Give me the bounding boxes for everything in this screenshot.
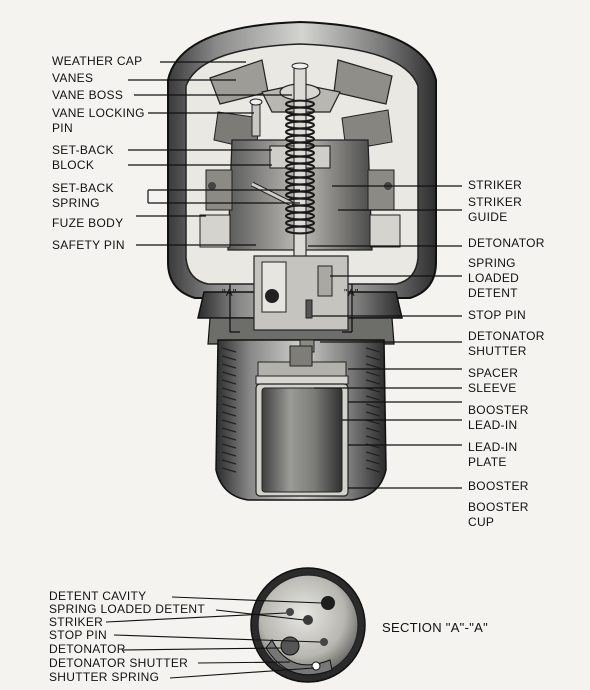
label-detent-cavity: DETENT CAVITY [49,589,147,603]
leader-lines [128,61,462,489]
thread-mark [221,459,237,465]
thread-mark [365,427,381,433]
detent-cavity [321,596,335,610]
label-booster: BOOSTER [468,479,529,493]
section-leader-lines [105,596,323,679]
thread-mark [221,395,237,401]
thread-mark [221,451,237,457]
label-detonator-shutter: DETONATOR SHUTTER [468,329,545,358]
label-set-back-block: SET-BACK BLOCK [52,143,114,172]
label-spring-loaded-detent: SPRING LOADED DETENT [468,256,520,300]
vane-locking-pin [249,98,263,137]
label-striker-section: STRIKER [49,615,104,629]
label-detonator-section: DETONATOR [49,642,126,656]
striker-section [286,608,294,616]
thread-mark [365,411,381,417]
label-set-back-spring: SET-BACK SPRING [52,181,114,210]
thread-mark [221,435,237,441]
stop-pin [305,299,313,319]
set-back-spring [285,99,315,235]
thread-mark [221,443,237,449]
thread-mark [365,403,381,409]
label-weather-cap: WEATHER CAP [52,54,143,68]
label-spacer-sleeve: SPACER SLEEVE [468,366,519,395]
label-vanes: VANES [52,71,94,85]
thread-mark [365,363,381,369]
section-mark-left: "A" [222,288,237,299]
thread-mark [365,451,381,457]
label-booster-cup: BOOSTER CUP [468,500,529,529]
body-threads [221,347,381,473]
label-striker-guide: STRIKER GUIDE [468,195,523,224]
stop-pin-section [320,638,328,646]
label-shutter-spring-section: SHUTTER SPRING [49,670,160,684]
thread-mark [221,419,237,425]
detonator-section [280,636,300,656]
label-detonator-shutter-section: DETONATOR SHUTTER [49,656,189,670]
thread-mark [221,411,237,417]
thread-mark [221,387,237,393]
label-stop-pin-section: STOP PIN [49,628,107,642]
booster-lead-in [289,345,313,367]
label-lead-in-plate: LEAD-IN PLATE [468,440,518,469]
thread-mark [365,355,381,361]
label-safety-pin: SAFETY PIN [52,238,125,252]
thread-mark [365,387,381,393]
thread-mark [221,355,237,361]
thread-mark [365,419,381,425]
spring-loaded-detent [317,265,333,297]
label-stop-pin: STOP PIN [468,308,526,322]
label-striker: STRIKER [468,178,523,192]
section-aa-diagram [250,567,366,683]
lead-in-plate [255,375,349,385]
thread-mark [365,371,381,377]
thread-mark [221,379,237,385]
thread-mark [365,379,381,385]
thread-mark [365,459,381,465]
label-vane-locking-pin: VANE LOCKING PIN [52,106,145,135]
label-detonator: DETONATOR [468,236,545,250]
thread-mark [365,467,381,473]
label-vane-boss: VANE BOSS [52,88,124,102]
thread-mark [365,347,381,353]
section-title: SECTION "A"-"A" [382,620,489,635]
section-a-markers [229,284,353,333]
spring-coil [285,225,315,235]
background-texture [450,14,452,24]
thread-mark [365,395,381,401]
thread-mark [221,363,237,369]
section-mark-right: "A" [344,288,359,299]
label-fuze-body: FUZE BODY [52,216,124,230]
thread-mark [365,435,381,441]
thread-mark [221,371,237,377]
spring-loaded-detent-section [303,615,313,625]
thread-mark [221,403,237,409]
shutter-spring-section [311,661,321,671]
label-spring-loaded-detent-section: SPRING LOADED DETENT [49,602,206,616]
label-booster-lead-in: BOOSTER LEAD-IN [468,403,529,432]
thread-mark [221,467,237,473]
safety-pin [250,181,294,207]
thread-mark [221,347,237,353]
booster [261,387,343,493]
thread-mark [221,427,237,433]
